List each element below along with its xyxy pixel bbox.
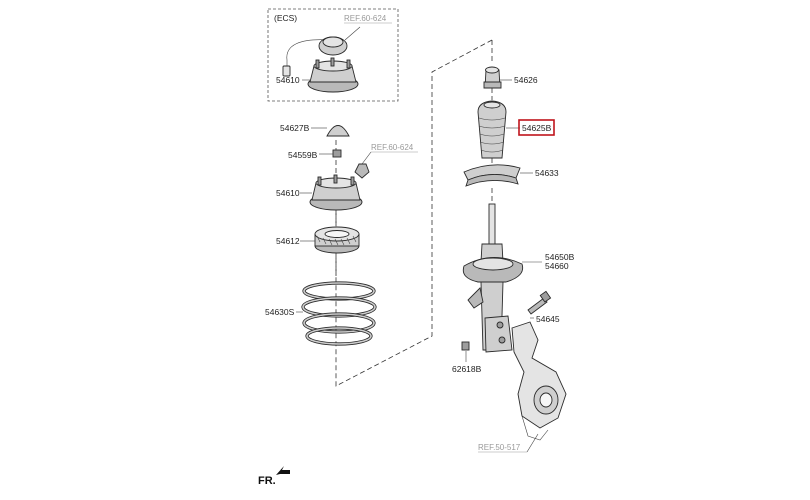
coil-spring: [301, 281, 377, 346]
strut-assembly: [462, 203, 524, 353]
ecs-inset-box: [267, 8, 399, 102]
knuckle-ref-link[interactable]: REF.50-517: [478, 443, 521, 452]
part-54627B[interactable]: 54627B: [280, 123, 310, 133]
upper-mount: [309, 174, 363, 211]
part-54610[interactable]: 54610: [276, 188, 300, 198]
part-54630S[interactable]: 54630S: [265, 307, 295, 317]
part-54625B[interactable]: 54625B: [522, 123, 552, 133]
part-54660[interactable]: 54660: [545, 261, 569, 271]
steering-knuckle: [511, 321, 567, 441]
front-arrow-icon: [276, 466, 290, 475]
explosion-guide: [335, 39, 493, 387]
part-54612[interactable]: 54612: [276, 236, 300, 246]
part-54650B[interactable]: 54650B: [545, 252, 575, 262]
bump-stopper: [483, 66, 502, 89]
part-62618B[interactable]: 62618B: [452, 364, 482, 374]
strut-bolts: [527, 290, 552, 315]
part-54559B[interactable]: 54559B: [288, 150, 318, 160]
lock-nut: [332, 149, 342, 158]
bump-cap: [326, 125, 350, 137]
ecs-ref-link[interactable]: REF.60-624: [344, 14, 387, 23]
left-ref-link[interactable]: REF.60-624: [371, 143, 414, 152]
ecs-actuator: [282, 26, 361, 77]
part-54633[interactable]: 54633: [535, 168, 559, 178]
ecs-upper-mount: [307, 57, 359, 93]
highlight-box: [518, 119, 555, 136]
ecs-title: (ECS): [274, 13, 297, 23]
ecs-part-54610[interactable]: 54610: [276, 75, 300, 85]
strut-bearing: [314, 226, 360, 254]
front-direction-label: FR.: [258, 475, 276, 487]
mount-nut: [354, 163, 370, 179]
part-54626[interactable]: 54626: [514, 75, 538, 85]
part-54645[interactable]: 54645: [536, 314, 560, 324]
spring-pad: [463, 164, 521, 187]
flange-nut: [461, 341, 470, 351]
dust-cover: [477, 100, 507, 159]
